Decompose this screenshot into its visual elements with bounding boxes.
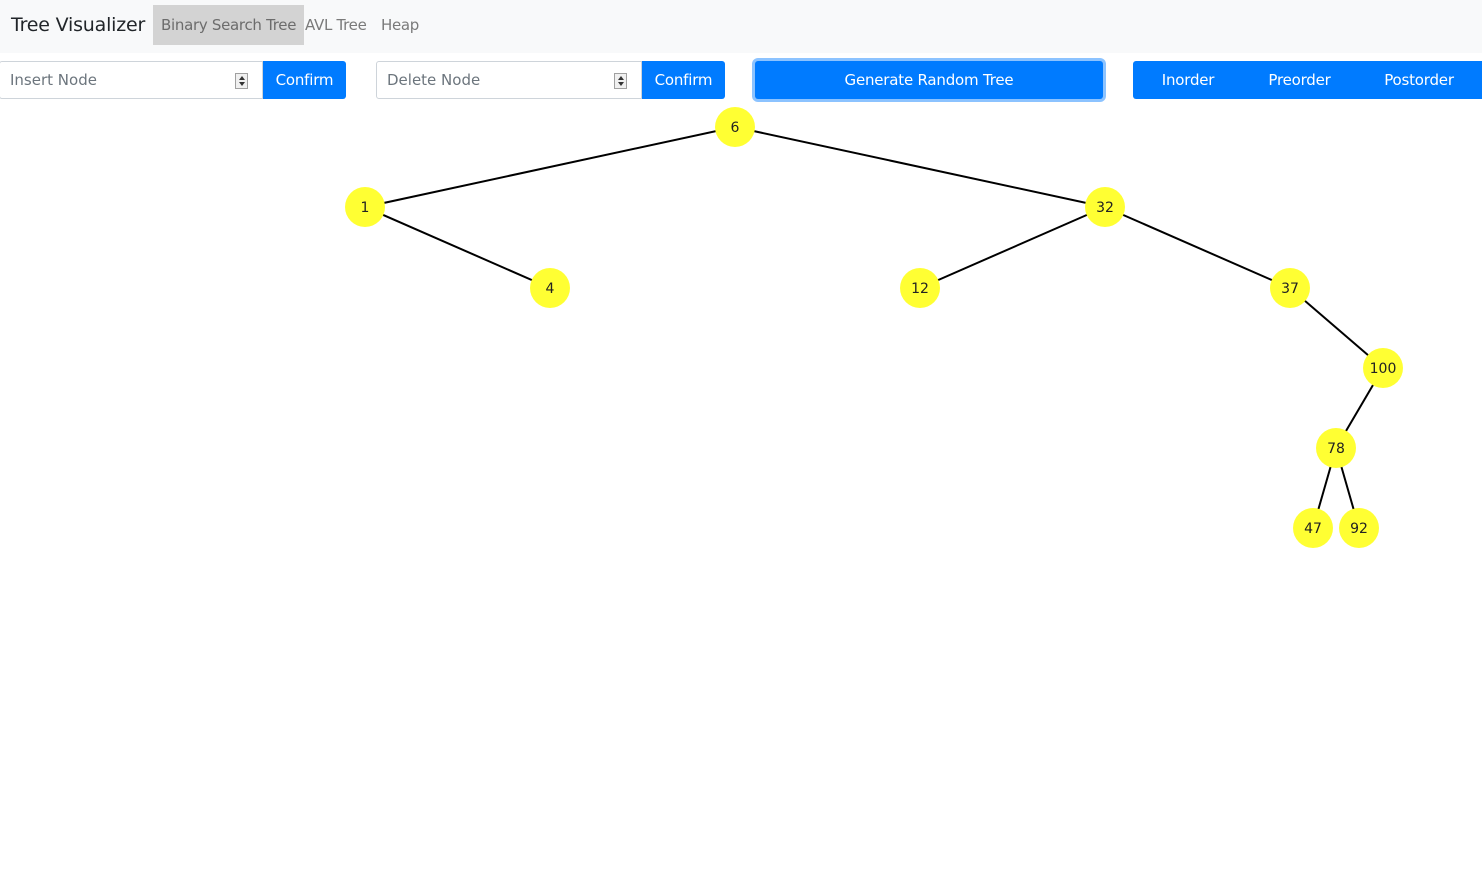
insert-node-input[interactable]: [0, 62, 262, 98]
nav-avl-tree[interactable]: AVL Tree: [305, 16, 367, 34]
tree-node[interactable]: 47: [1293, 508, 1333, 548]
tree-node-circle: [530, 268, 570, 308]
delete-node-stepper[interactable]: [614, 73, 627, 89]
delete-node-input[interactable]: [377, 62, 641, 98]
tree-node-label: 1: [361, 200, 370, 216]
postorder-button[interactable]: Postorder: [1384, 71, 1454, 89]
tree-node[interactable]: 12: [900, 268, 940, 308]
delete-node-field: [376, 61, 642, 99]
tree-node[interactable]: 4: [530, 268, 570, 308]
tree-edge-6-1: [364, 126, 736, 208]
tree-node-label: 37: [1281, 281, 1299, 297]
tree-node-circle: [1316, 428, 1356, 468]
tree-node-label: 78: [1327, 441, 1345, 457]
tree-node-label: 92: [1350, 521, 1368, 537]
tree-edges: [364, 126, 1384, 529]
tree-node-circle: [1085, 187, 1125, 227]
tree-node[interactable]: 92: [1339, 508, 1379, 548]
tree-node-circle: [1293, 508, 1333, 548]
insert-node-stepper[interactable]: [235, 73, 248, 89]
navbar: Tree Visualizer Binary Search Tree AVL T…: [0, 0, 1482, 53]
tree-node-circle: [345, 187, 385, 227]
nav-heap[interactable]: Heap: [381, 16, 420, 34]
tree-node[interactable]: 78: [1316, 428, 1356, 468]
preorder-button[interactable]: Preorder: [1268, 71, 1331, 89]
brand-title[interactable]: Tree Visualizer: [11, 14, 146, 36]
tree-node-circle: [900, 268, 940, 308]
tree-node-circle: [715, 107, 755, 147]
tree-node[interactable]: 6: [715, 107, 755, 147]
tree-node-label: 12: [911, 281, 929, 297]
tree-node-circle: [1339, 508, 1379, 548]
tree-node-label: 32: [1096, 200, 1114, 216]
tree-node[interactable]: 32: [1085, 187, 1125, 227]
tree-node-label: 47: [1304, 521, 1322, 537]
tree-edge-37-100: [1289, 287, 1384, 369]
tree-node-label: 4: [546, 281, 555, 297]
tree-node-circle: [1270, 268, 1310, 308]
tree-node[interactable]: 1: [345, 187, 385, 227]
tree-nodes: 6 1 4 32 12 37 100 78 47 92: [345, 107, 1403, 548]
delete-confirm-button[interactable]: Confirm: [642, 61, 725, 99]
traversal-button-group: Inorder Preorder Postorder: [1133, 61, 1482, 99]
tree-node-label: 6: [731, 120, 740, 136]
tree-node[interactable]: 37: [1270, 268, 1310, 308]
tree-node-circle: [1363, 348, 1403, 388]
tree-edge-32-37: [1104, 206, 1291, 289]
tree-edge-32-12: [919, 206, 1106, 289]
nav-binary-search-tree[interactable]: Binary Search Tree: [153, 5, 305, 45]
insert-node-field: [0, 61, 263, 99]
tree-node-label: 100: [1370, 361, 1397, 377]
tree-edge-1-4: [364, 206, 551, 289]
tree-node[interactable]: 100: [1363, 348, 1403, 388]
generate-random-tree-button[interactable]: Generate Random Tree: [755, 61, 1103, 99]
inorder-button[interactable]: Inorder: [1161, 71, 1215, 89]
insert-confirm-button[interactable]: Confirm: [263, 61, 346, 99]
tree-edge-6-32: [734, 126, 1106, 208]
